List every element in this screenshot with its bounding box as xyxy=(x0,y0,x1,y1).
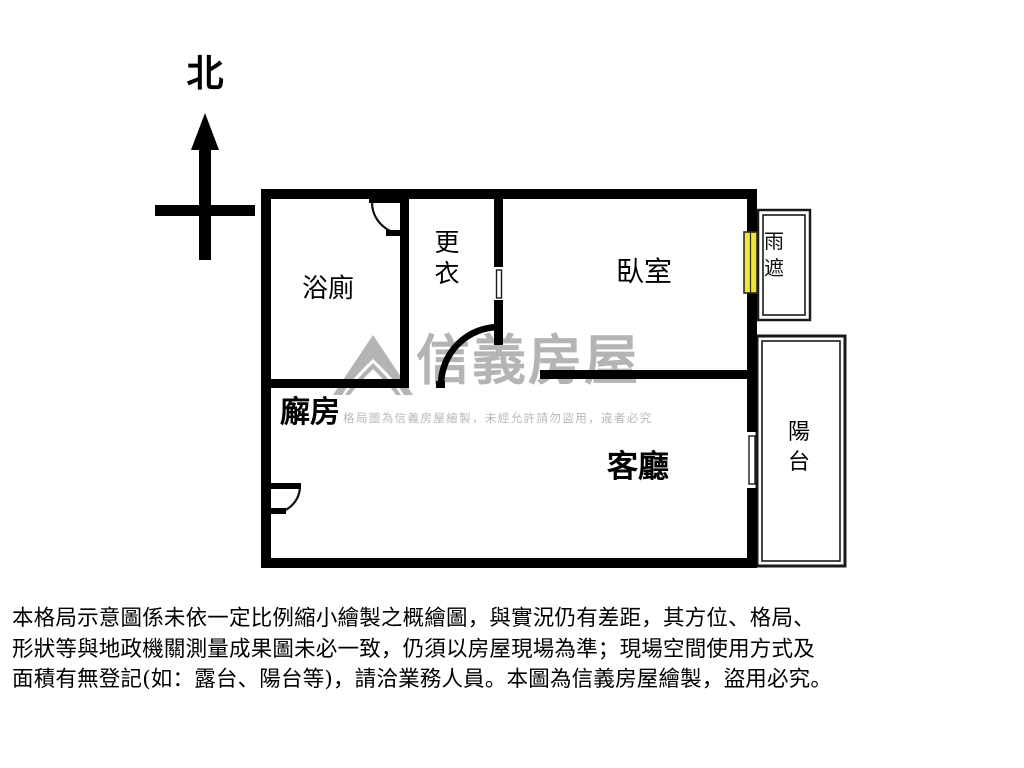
room-label-bedroom: 臥室 xyxy=(615,255,672,288)
disclaimer-text: 本格局示意圖係未依一定比例縮小繪製之概繪圖，與實況仍有差距，其方位、格局、 形狀… xyxy=(12,606,833,693)
room-label-dressing: 更 衣 xyxy=(434,228,460,288)
entry-door-swing xyxy=(266,483,302,515)
closet-opening xyxy=(495,269,503,299)
room-label-living: 客廳 xyxy=(607,449,669,485)
room-label-balcony: 陽 台 xyxy=(787,420,810,475)
dressing-door-swing xyxy=(436,323,500,388)
compass-north-label: 北 xyxy=(186,51,224,95)
bathroom-door-swing xyxy=(369,197,406,236)
north-arrow-icon xyxy=(155,113,255,260)
canopy-outline xyxy=(756,208,812,322)
bedroom-window xyxy=(743,231,758,294)
room-label-bathroom: 浴廁 xyxy=(301,274,354,304)
watermark-notice-text: 格局圖為信義房屋繪製，未經允許請勿盜用，違者必究 xyxy=(343,411,653,425)
exterior-walls xyxy=(261,189,757,568)
room-label-canopy: 雨 遮 xyxy=(764,229,784,280)
compass-group: 北 xyxy=(150,55,260,260)
balcony-sliding-door xyxy=(748,435,756,485)
balcony-outline xyxy=(755,334,847,568)
room-label-kitchen: 廨房 xyxy=(280,395,340,430)
